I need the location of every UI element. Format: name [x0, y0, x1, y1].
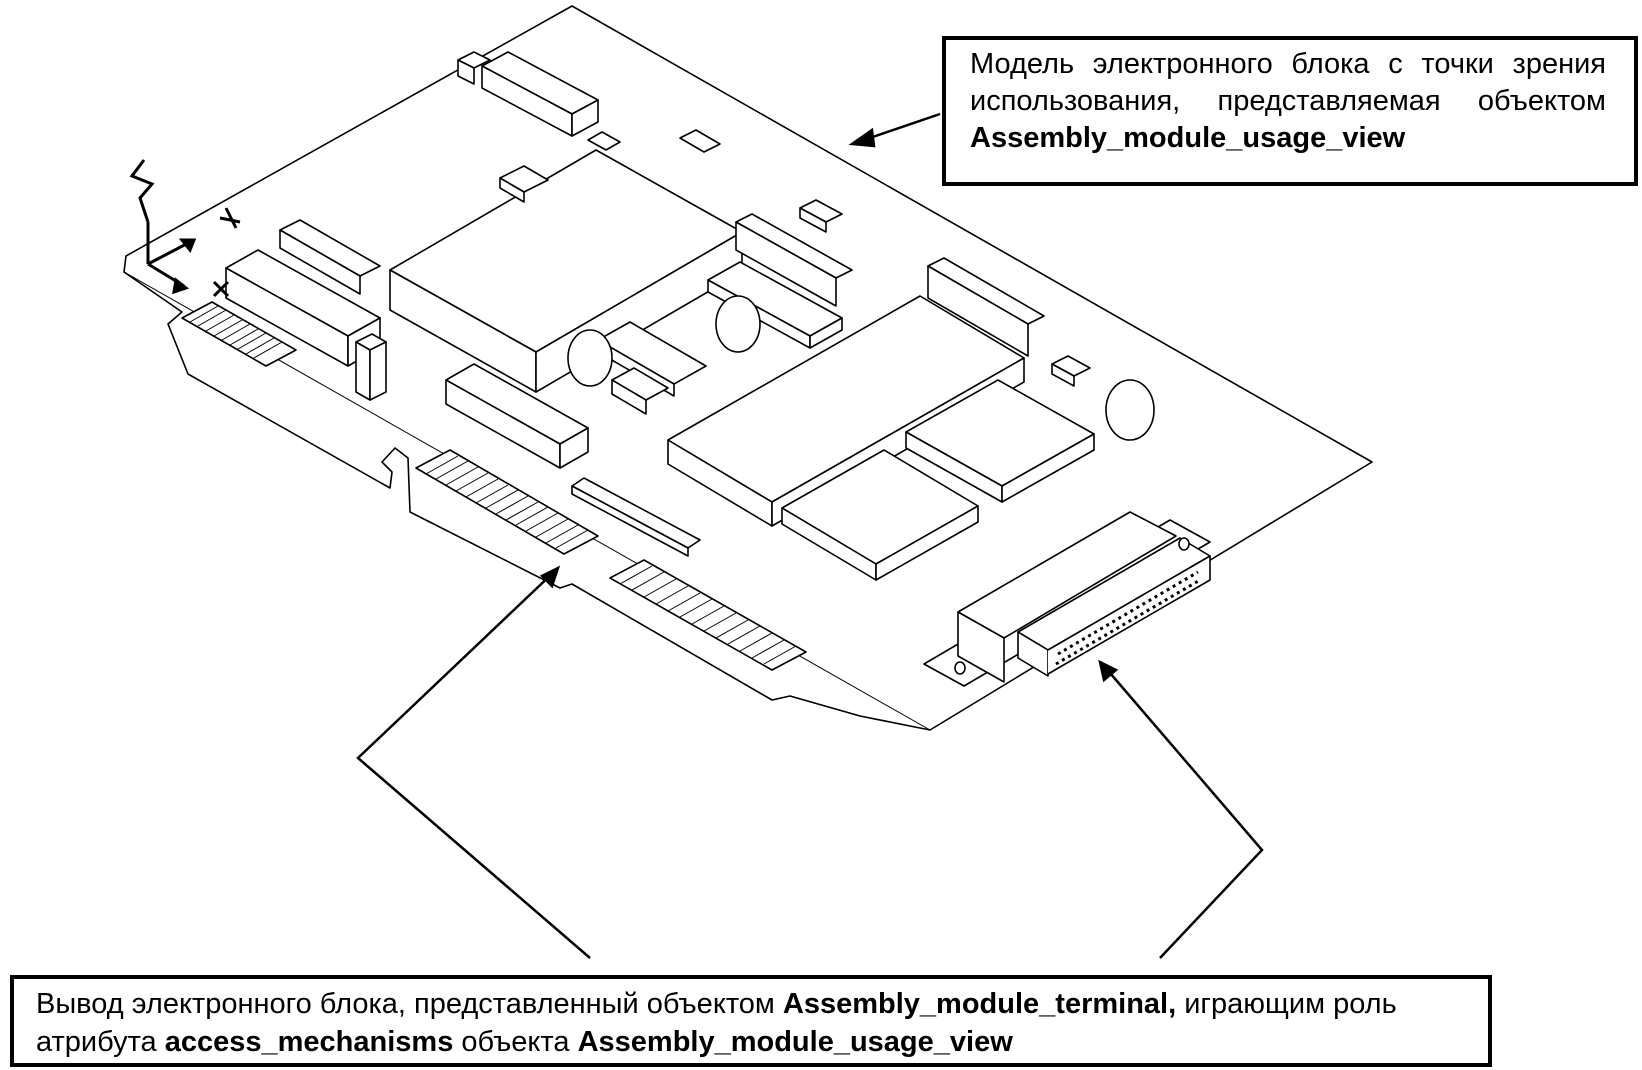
component-memory-chips: [781, 379, 1095, 581]
db-connector: [923, 511, 1211, 687]
usage-object-name: Assembly_module_usage_view: [577, 1026, 1013, 1058]
callout-usage-view-text: Модель электронного блока с точки зрения…: [970, 46, 1606, 157]
attribute-name: access_mechanisms: [164, 1026, 454, 1058]
board-outline: [123, 5, 1373, 731]
component-mid-relay: [445, 363, 589, 469]
component-top-rack: [457, 51, 599, 137]
callout-text: Модель электронного блока с точки зрения…: [970, 48, 1606, 117]
terminal-object-name: Assembly_module_terminal,: [782, 988, 1177, 1020]
axes-indicator: [129, 159, 241, 298]
z-axis: [129, 159, 155, 223]
component-resistor-pack: [597, 321, 707, 415]
edge-connector-middle: [415, 449, 599, 555]
arrow-to-connector-left: [356, 569, 591, 959]
component-small-parts: [499, 129, 1091, 387]
callout-text: играющим роль атрибута: [36, 988, 1397, 1058]
component-left-relay: [225, 219, 381, 367]
arrow-to-connector-right: [1103, 665, 1264, 959]
callout-usage-view: Модель электронного блока с точки зрения…: [942, 36, 1638, 186]
component-capacitors: [567, 295, 1155, 441]
edge-connector-left: [181, 301, 297, 367]
edge-connector-right: [609, 559, 807, 671]
object-name: Assembly_module_usage_view: [970, 122, 1406, 154]
y-axis-label-glyph: [219, 207, 241, 229]
callout-text: объекта: [453, 1026, 578, 1058]
callout-terminal-text: Вывод электронного блока, представленный…: [36, 985, 1468, 1061]
component-header-strip: [571, 477, 701, 557]
component-left-post: [355, 333, 387, 401]
x-axis-label-glyph: [212, 280, 230, 298]
callout-arrows: [356, 112, 1264, 959]
callout-terminal: Вывод электронного блока, представленный…: [10, 975, 1492, 1067]
callout-text: Вывод электронного блока, представленный…: [36, 988, 783, 1020]
